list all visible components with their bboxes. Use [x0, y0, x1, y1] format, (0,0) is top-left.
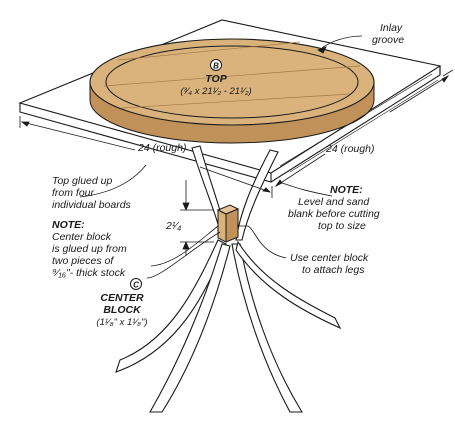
- center-block-title-line1: CENTER: [100, 292, 144, 304]
- note-center-line3: two pieces of: [52, 255, 114, 267]
- note-level-line3: top to size: [318, 220, 366, 232]
- glued-top-line1: Top glued up: [52, 175, 112, 187]
- callout-b-letter: B: [213, 62, 219, 71]
- callout-c: C: [130, 278, 142, 290]
- note-center-line4: ⁹⁄₁₆"- thick stock: [52, 267, 126, 279]
- callout-b: B: [210, 59, 222, 71]
- use-center-line1: Use center block: [290, 252, 369, 264]
- height-dim-label: 2¹⁄₄: [165, 220, 181, 232]
- note-level-heading: NOTE:: [330, 184, 363, 196]
- callout-c-letter: C: [133, 281, 139, 290]
- note-level-line1: Level and sand: [298, 196, 370, 208]
- top-dims: (³⁄₄ x 21¹⁄₂ - 21¹⁄₂): [180, 86, 251, 97]
- center-block-dims: (1¹⁄₈" x 1¹⁄₈"): [96, 317, 147, 328]
- rough-dim-left: 24 (rough): [137, 142, 186, 154]
- glued-top-line3: individual boards: [52, 199, 132, 211]
- glued-top-line2: from four: [52, 187, 95, 199]
- leader-lines: [79, 35, 363, 279]
- blank-front-face: [279, 73, 439, 173]
- inlay-label-line2: groove: [372, 34, 404, 46]
- top-title: TOP: [205, 73, 227, 85]
- note-level-line2: blank before cutting: [288, 208, 380, 220]
- legs: [115, 145, 342, 413]
- round-top: [89, 38, 375, 144]
- center-block-title-line2: BLOCK: [103, 304, 142, 316]
- note-center-line2: is glued up from: [52, 243, 127, 255]
- inlay-label-line1: Inlay: [380, 22, 403, 34]
- rough-dim-right: 24 (rough): [325, 143, 374, 155]
- center-block: [216, 204, 240, 243]
- use-center-line2: to attach legs: [302, 264, 365, 276]
- dimension-lines: [19, 69, 454, 256]
- note-center-heading: NOTE:: [52, 219, 85, 231]
- note-center-line1: Center block: [52, 231, 112, 243]
